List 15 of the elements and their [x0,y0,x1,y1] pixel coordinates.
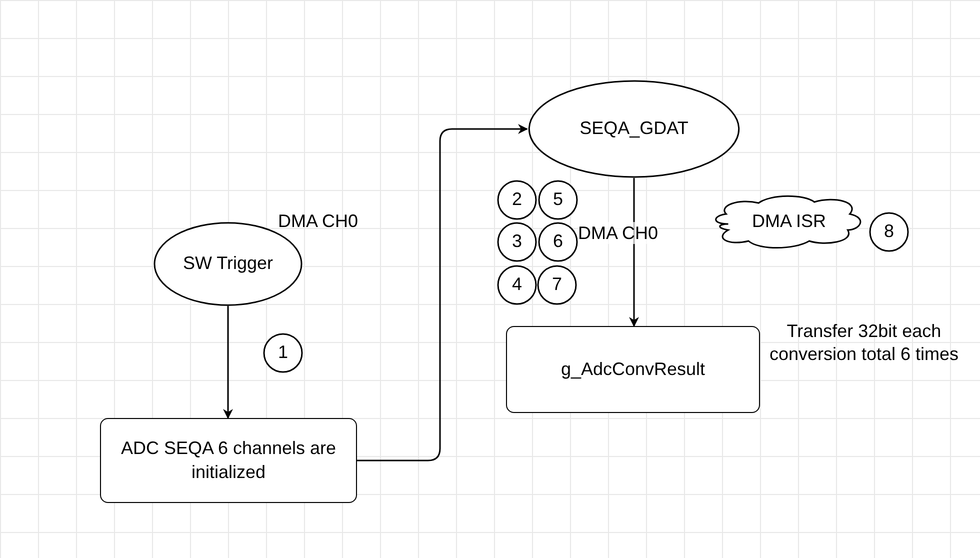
step-number: 8 [869,212,909,252]
step-number: 5 [538,180,578,220]
arrow [223,306,233,419]
process-box: ADC SEQA 6 channels are initialized [100,418,357,503]
arrow [357,124,528,462]
step-number: 1 [263,333,303,373]
note-text: Transfer 32bit each conversion total 6 times [768,320,960,366]
step-number: 4 [497,265,537,305]
process-box: g_AdcConvResult [506,326,760,413]
step-number: 3 [497,222,537,262]
step-number: 7 [537,265,577,305]
step-number: 6 [538,222,578,262]
step-number: 2 [497,180,537,220]
ellipse-node: SEQA_GDAT [527,80,741,178]
edge-label: DMA CH0 [578,222,658,244]
